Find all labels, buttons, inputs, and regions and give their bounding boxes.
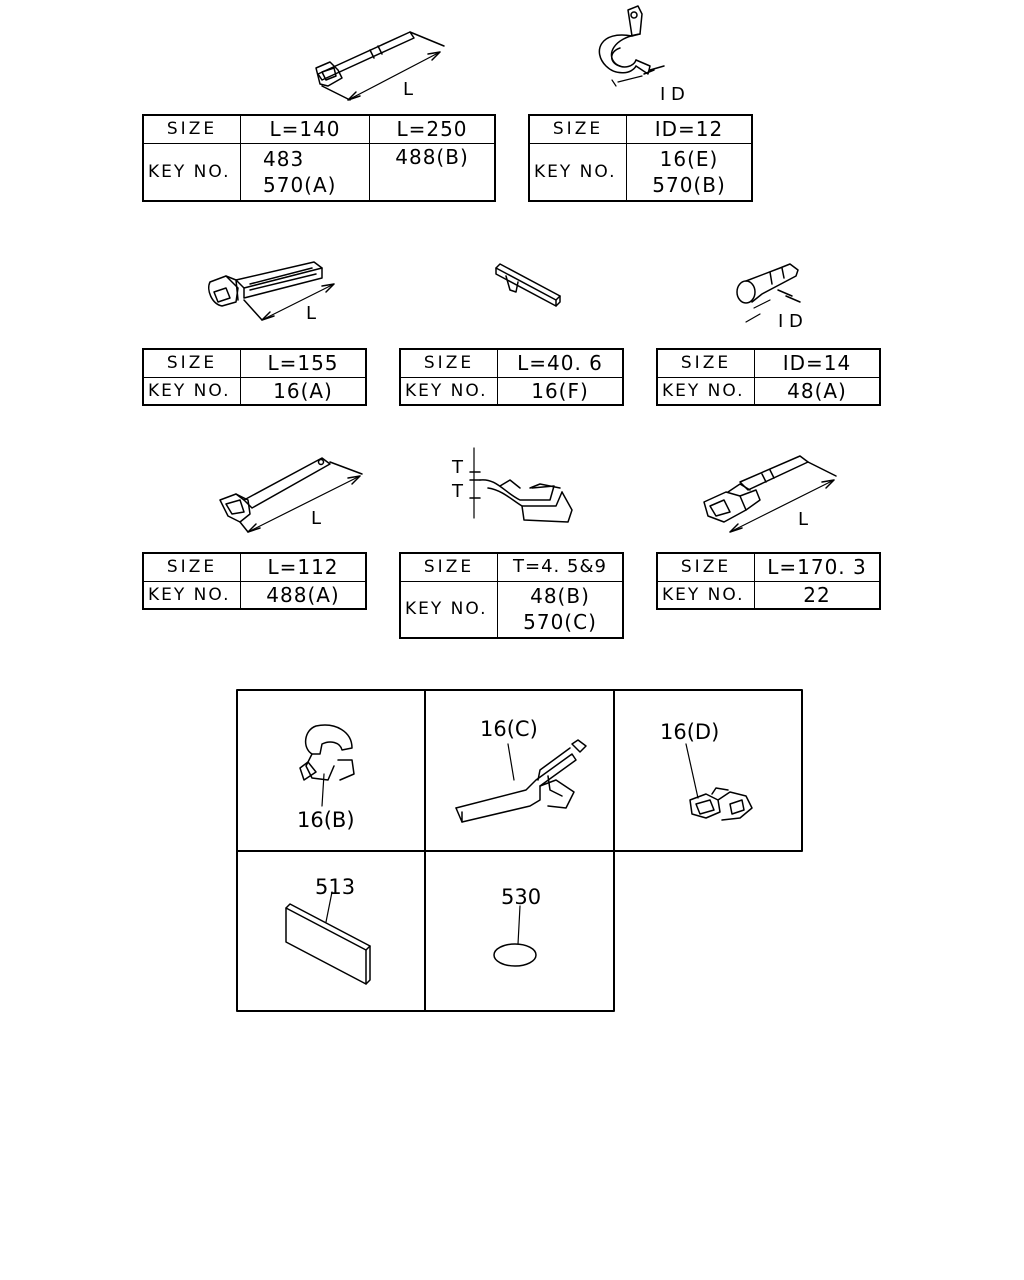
key-no-header: KEY NO.: [399, 376, 498, 406]
key-no-header: KEY NO.: [528, 142, 627, 202]
size-header: SIZE: [142, 552, 241, 582]
dim-T-label-1: T: [451, 457, 464, 478]
bracket-16c-part: [455, 739, 587, 823]
key-value: 16(A): [240, 376, 367, 406]
size-value: L=155: [240, 348, 367, 378]
size-table-3: SIZE L=155 KEY NO. 16(A): [142, 348, 367, 406]
parts-grid-frame: [236, 689, 803, 1012]
clip-16d-part: [685, 743, 753, 821]
callout-16b: 16(B): [297, 808, 355, 832]
key-value: 488(A): [240, 580, 367, 610]
key-no-header: KEY NO.: [142, 142, 241, 202]
dim-ID-label-2: I D: [778, 311, 803, 332]
size-table-1: SIZE L=140 L=250 KEY NO. 483 570(A) 488(…: [142, 114, 496, 202]
plate-513-part: [285, 891, 371, 985]
flat-clip-part: [495, 263, 561, 307]
sticker-530-part: [493, 905, 537, 967]
key-value: 16(E): [659, 146, 719, 171]
key-value: 22: [754, 580, 881, 610]
size-value: ID=12: [626, 114, 753, 144]
size-table-6: SIZE L=112 KEY NO. 488(A): [142, 552, 367, 610]
key-value: 16(F): [497, 376, 624, 406]
callout-16c: 16(C): [480, 717, 538, 741]
multi-clip-strap-part: [703, 455, 837, 533]
key-value: 48(A): [754, 376, 881, 406]
size-header: SIZE: [142, 348, 241, 378]
size-value: L=112: [240, 552, 367, 582]
size-table-7: SIZE T=4. 5&9 KEY NO. 48(B) 570(C): [399, 552, 624, 639]
size-table-4: SIZE L=40. 6 KEY NO. 16(F): [399, 348, 624, 406]
size-table-5: SIZE ID=14 KEY NO. 48(A): [656, 348, 881, 406]
size-value: T=4. 5&9: [497, 552, 624, 582]
strap-clip-part: [219, 457, 363, 533]
dim-L-label-2: L: [306, 303, 316, 324]
size-value: L=170. 3: [754, 552, 881, 582]
dual-clip-part: [469, 447, 573, 523]
size-header: SIZE: [399, 552, 498, 582]
key-no-header: KEY NO.: [399, 580, 498, 639]
key-value-cell: 483 570(A): [240, 142, 370, 202]
callout-16d: 16(D): [660, 720, 719, 744]
size-value: L=40. 6: [497, 348, 624, 378]
key-value: 488(B): [395, 144, 469, 169]
dim-ID-label-1: I D: [660, 84, 685, 105]
strap-tie-long-part: [315, 31, 445, 101]
size-value: L=250: [369, 114, 496, 144]
key-value: 570(A): [263, 172, 337, 197]
size-header: SIZE: [528, 114, 627, 144]
size-value: ID=14: [754, 348, 881, 378]
key-no-header: KEY NO.: [142, 376, 241, 406]
key-value-cell: 48(B) 570(C): [497, 580, 624, 639]
key-value: 48(B): [530, 584, 590, 609]
callout-513: 513: [315, 875, 355, 899]
key-value: 483: [263, 146, 305, 171]
key-no-header: KEY NO.: [142, 580, 241, 610]
dim-L-label-1: L: [403, 79, 413, 100]
key-no-header: KEY NO.: [656, 376, 755, 406]
key-value: 570(C): [523, 610, 597, 635]
dim-L-label-3: L: [311, 508, 321, 529]
key-value: 570(B): [652, 172, 726, 197]
size-header: SIZE: [399, 348, 498, 378]
size-table-8: SIZE L=170. 3 KEY NO. 22: [656, 552, 881, 610]
size-table-2: SIZE ID=12 KEY NO. 16(E) 570(B): [528, 114, 753, 202]
dim-T-label-2: T: [451, 481, 464, 502]
size-header: SIZE: [656, 348, 755, 378]
callout-530: 530: [501, 885, 541, 909]
size-value: L=140: [240, 114, 370, 144]
dim-L-label-4: L: [798, 509, 808, 530]
clamp-strap-part: [208, 261, 335, 321]
key-value-cell: 16(E) 570(B): [626, 142, 753, 202]
ring-clamp-part: [736, 263, 801, 323]
clip-16b-part: [299, 724, 355, 807]
key-no-header: KEY NO.: [656, 580, 755, 610]
size-header: SIZE: [656, 552, 755, 582]
key-value-cell: 488(B): [369, 142, 496, 202]
size-header: SIZE: [142, 114, 241, 144]
p-clip-part: [598, 5, 665, 87]
